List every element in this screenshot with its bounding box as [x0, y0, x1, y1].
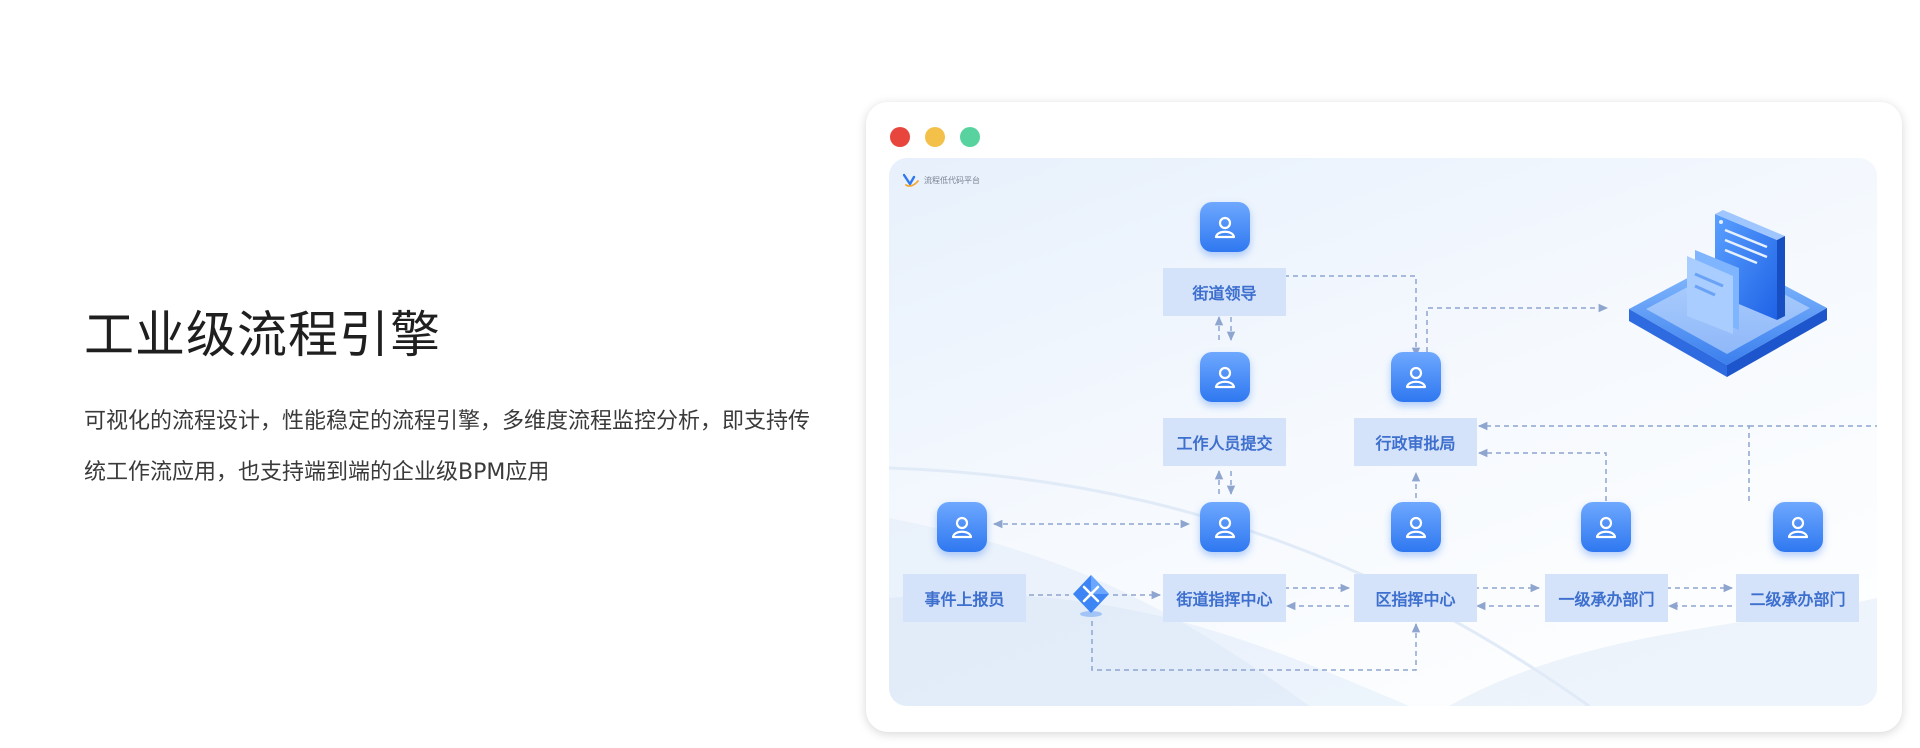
hero-title: 工业级流程引擎 [84, 306, 441, 364]
event-reporter-avatar[interactable] [937, 502, 987, 552]
workflow-canvas: 流程低代码平台 街道领导 工作人员提交 行政审批局 事件上报员 [889, 158, 1877, 706]
hero-description: 可视化的流程设计，性能稳定的流程引擎，多维度流程监控分析，即支持传统工作流应用，… [84, 409, 811, 485]
brand-logo: 流程低代码平台 [903, 172, 980, 188]
admin-approval-avatar[interactable] [1391, 352, 1441, 402]
person-icon [1405, 516, 1427, 539]
street-command-avatar[interactable] [1200, 502, 1250, 552]
street-leader-avatar[interactable] [1200, 202, 1250, 252]
app-window: 流程低代码平台 街道领导 工作人员提交 行政审批局 事件上报员 [866, 102, 1902, 732]
node-district-command[interactable]: 区指挥中心 [1354, 574, 1477, 622]
person-icon [1214, 516, 1236, 539]
hero-section: 工业级流程引擎 可视化的流程设计，性能稳定的流程引擎，多维度流程监控分析，即支持… [84, 300, 824, 498]
person-icon [1214, 216, 1236, 239]
staff-avatar[interactable] [1200, 352, 1250, 402]
node-street-command[interactable]: 街道指挥中心 [1163, 574, 1286, 622]
node-level1-dept[interactable]: 一级承办部门 [1545, 574, 1668, 622]
node-level2-dept[interactable]: 二级承办部门 [1736, 574, 1859, 622]
workflow-connectors [889, 210, 1877, 706]
level1-dept-avatar[interactable] [1581, 502, 1631, 552]
person-icon [1405, 366, 1427, 389]
window-maximize-button[interactable] [960, 127, 980, 147]
node-staff-submit[interactable]: 工作人员提交 [1163, 418, 1286, 466]
node-admin-approval[interactable]: 行政审批局 [1354, 418, 1477, 466]
document-stack-illustration [1629, 210, 1827, 377]
brand-name: 流程低代码平台 [924, 175, 980, 185]
node-street-leader[interactable]: 街道领导 [1163, 268, 1286, 316]
district-command-avatar[interactable] [1391, 502, 1441, 552]
person-icon [1214, 366, 1236, 389]
window-minimize-button[interactable] [925, 127, 945, 147]
node-event-reporter[interactable]: 事件上报员 [903, 574, 1026, 622]
logo-icon [903, 173, 919, 187]
window-close-button[interactable] [890, 127, 910, 147]
exclusive-gateway-icon[interactable] [1071, 573, 1111, 619]
level2-dept-avatar[interactable] [1773, 502, 1823, 552]
person-icon [1787, 516, 1809, 539]
person-icon [951, 516, 973, 539]
person-icon [1595, 516, 1617, 539]
